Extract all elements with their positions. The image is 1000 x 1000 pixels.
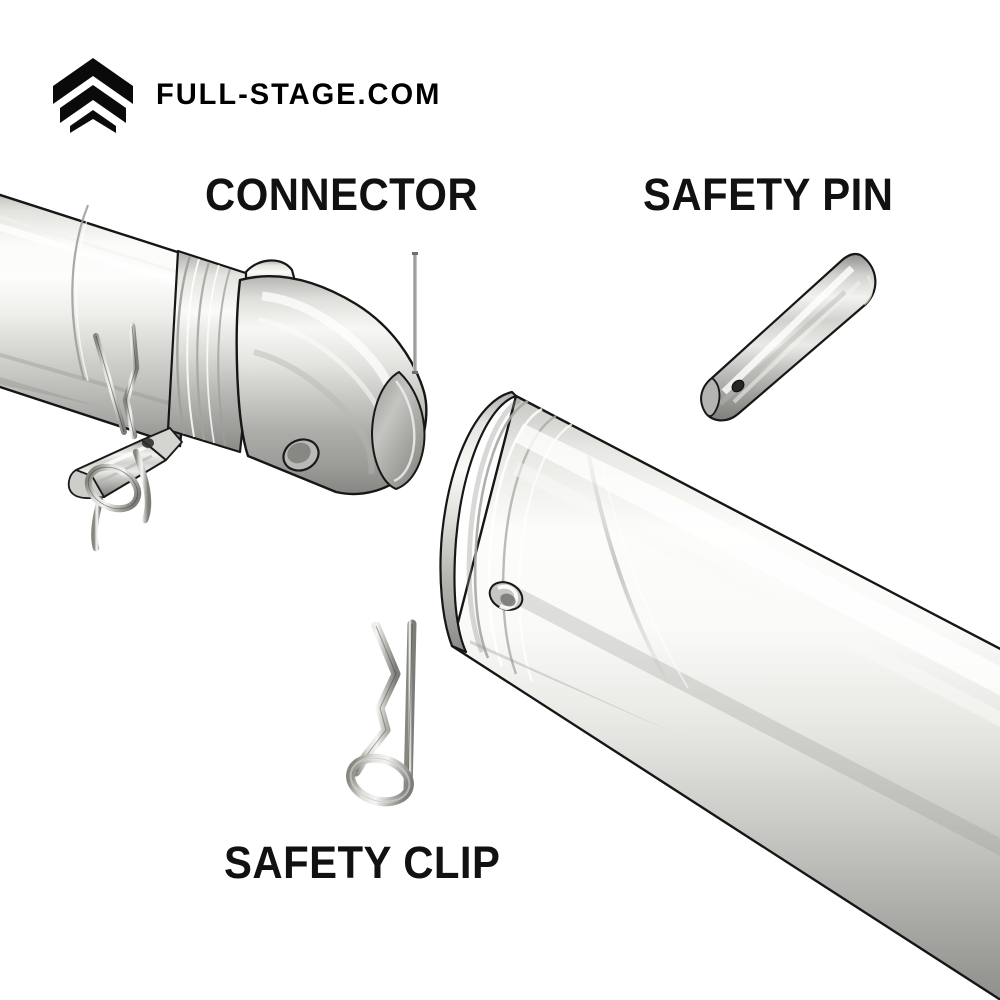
male-spigot-connector [235, 275, 428, 496]
installed-clip-loop [84, 463, 142, 513]
safety-pin-hole [731, 379, 745, 393]
pin-eye-hole [142, 438, 154, 448]
right-truss-tube [439, 390, 1000, 1000]
brand-wordmark: FULL-STAGE.COM [156, 78, 442, 111]
connector-collar-rings [166, 249, 260, 454]
label-connector: CONNECTOR [205, 169, 479, 220]
triple-chevron-logo-icon [53, 58, 133, 133]
safety-pin-part [700, 252, 877, 422]
label-safety-pin: SAFETY PIN [643, 169, 894, 220]
installed-safety-pin [67, 322, 183, 552]
connector-leader-line [412, 252, 418, 374]
brand-lockup: FULL-STAGE.COM [52, 57, 450, 133]
safety-clip-part [346, 619, 417, 807]
left-truss-tube [0, 193, 428, 496]
label-safety-clip: SAFETY CLIP [224, 837, 501, 888]
receiver-pin-hole [488, 581, 524, 611]
